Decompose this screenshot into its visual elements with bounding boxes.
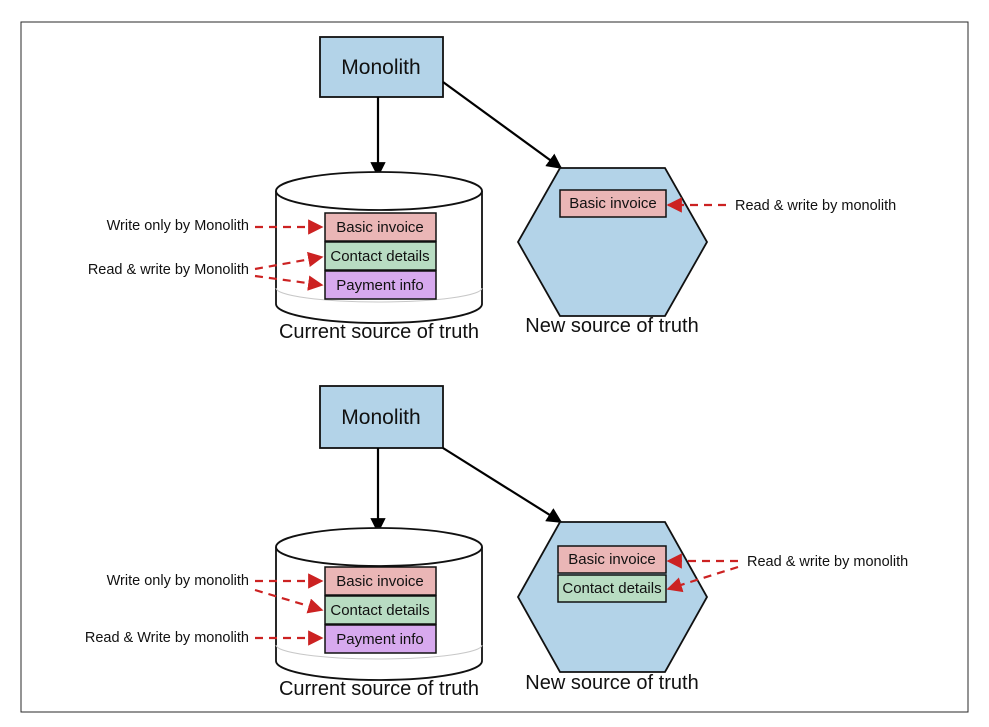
bottom-current-row-contact-label: Contact details [330,602,429,619]
bottom-monolith-box: Monolith [319,385,444,449]
top-current-row-contact-label: Contact details [330,248,429,265]
top-arrow-to-new [442,81,563,169]
bottom-new-row-invoice-label: Basic invoice [568,551,656,568]
bottom-current-row-payment: Payment info [324,624,437,654]
top-label-write-only: Write only by Monolith [107,218,249,234]
bottom-arrow-write-only-contact [254,588,324,614]
bottom-panel: Monolith Basic invoice Contact details P… [85,385,908,700]
bottom-new-caption: New source of truth [525,672,698,694]
top-current-row-payment-label: Payment info [336,277,424,294]
top-panel: Monolith Basic invoice Contact details P… [88,36,896,343]
bottom-new-row-invoice: Basic invoice [557,545,667,574]
bottom-new-row-contact-label: Contact details [562,580,661,597]
top-current-row-invoice-label: Basic invoice [336,219,424,236]
bottom-new-row-contact: Contact details [557,574,667,603]
top-current-row-payment: Payment info [324,270,437,300]
top-arrow-read-write-payment [254,274,324,291]
bottom-label-right: Read & write by monolith [747,554,908,570]
bottom-current-row-invoice-label: Basic invoice [336,573,424,590]
bottom-arrow-to-new [442,447,563,523]
top-current-row-contact: Contact details [324,241,437,271]
top-monolith-label: Monolith [341,56,420,79]
bottom-arrow-right-contact [666,565,739,593]
bottom-label-write-only: Write only by monolith [107,573,249,589]
bottom-label-read-write: Read & Write by monolith [85,630,249,646]
bottom-current-row-contact: Contact details [324,595,437,625]
bottom-current-row-payment-label: Payment info [336,631,424,648]
bottom-current-caption: Current source of truth [279,678,479,700]
diagram-frame [20,21,969,713]
top-new-row-invoice: Basic invoice [559,189,667,218]
bottom-monolith-label: Monolith [341,406,420,429]
top-current-row-invoice: Basic invoice [324,212,437,242]
top-label-right: Read & write by monolith [735,198,896,214]
top-current-caption: Current source of truth [279,321,479,343]
top-new-row-invoice-label: Basic invoice [569,195,657,212]
bottom-current-row-invoice: Basic invoice [324,566,437,596]
top-new-caption: New source of truth [525,315,698,337]
top-arrow-read-write-contact [254,251,324,271]
top-monolith-box: Monolith [319,36,444,98]
top-label-read-write: Read & write by Monolith [88,262,249,278]
